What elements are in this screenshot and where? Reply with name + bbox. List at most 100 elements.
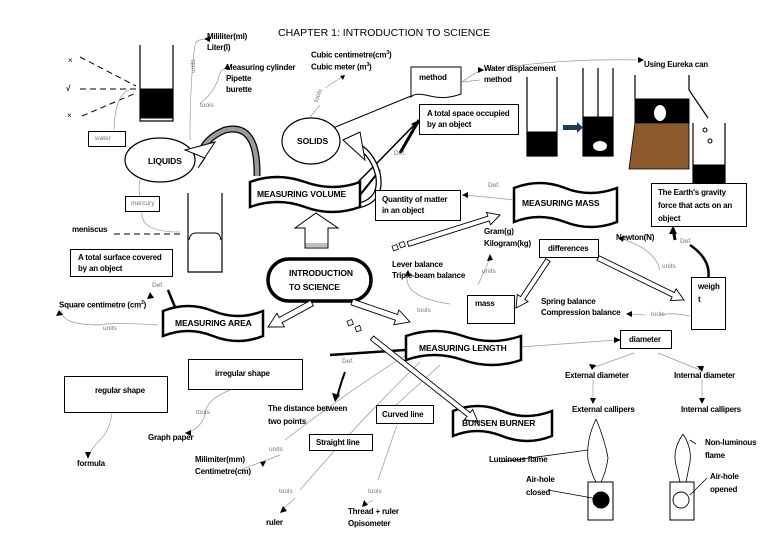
length-units-connector: units (269, 446, 283, 453)
water-displacement-line2: method (484, 75, 512, 84)
diameter-box: diameter (620, 330, 672, 349)
area-def-connector: Def. (152, 282, 164, 289)
length-banner-shape (404, 329, 523, 367)
length-unit-mm: Milimiter(mm) (195, 455, 245, 464)
weight-def-connector: Def. (680, 238, 692, 245)
mass-unit-kg: Kilogram(kg) (484, 239, 531, 248)
weight-definition-line3: object (658, 214, 681, 223)
airhole-opened-line2: opened (710, 485, 738, 494)
area-definition-line2: by an object (78, 264, 123, 273)
mass-box: mass (467, 295, 515, 324)
arrow-tail-square (398, 240, 406, 249)
mass-units-connector: units (482, 268, 496, 275)
curved-line-label: Curved line (382, 410, 424, 419)
mercury-label: mercury (131, 200, 155, 207)
definition-lines (166, 95, 710, 500)
arrow-differences-to-weight (596, 255, 685, 302)
area-units-connector: units (103, 325, 117, 332)
regular-shape-label: regular shape (95, 386, 145, 395)
length-definition-line2: two points (268, 417, 306, 426)
bunsen-burner-label: BUNSEN BURNER (462, 418, 536, 428)
volume-definition-line1: A total space occupied (427, 109, 510, 118)
area-definition-box: A total surface covered by an object (70, 249, 173, 277)
arrow-to-area (267, 299, 315, 328)
central-pill (266, 257, 373, 303)
airhole-closed-line1: Air-hole (526, 475, 555, 484)
liquid-unit-l: Liter(l) (207, 43, 231, 52)
mass-definition-box: Quantity of matter in an object (375, 190, 461, 221)
tool-compression-balance: Compression balance (541, 308, 621, 317)
curved-line-box: Curved line (376, 405, 434, 424)
formula-label: formula (77, 459, 105, 468)
bunsen-banner-shape (451, 404, 554, 443)
length-definition-line1: The distance between (268, 404, 348, 413)
irregular-shape-label: irregular shape (215, 369, 270, 378)
tool-opisometer: Opisometer (348, 519, 391, 528)
liquids-label: LIQUIDS (148, 156, 182, 166)
arrow-to-mass (406, 211, 501, 247)
ruler-label: ruler (266, 518, 283, 527)
water-box: water (88, 131, 126, 147)
irregular-shape-box: irregular shape (188, 359, 303, 390)
curved-tools-connector: tools (368, 488, 382, 495)
mercury-box: mercury (125, 196, 160, 212)
tool-pipette: Pipette (226, 74, 252, 83)
volume-definition-box: A total space occupied by an object (419, 104, 519, 135)
weight-units-connector: units (662, 263, 676, 270)
arrow-tail-square (391, 243, 399, 252)
internal-callipers-label: Internal callipers (681, 405, 741, 414)
weight-box-line2: t (698, 295, 701, 304)
airhole-opened-line1: Air-hole (710, 472, 739, 481)
arrow-tail-square (354, 324, 362, 333)
straight-tools-connector: tools (279, 488, 293, 495)
arrow-tail-square (346, 318, 354, 327)
central-topic-line2: TO SCIENCE (289, 282, 340, 292)
graph-paper-label: Graph paper (148, 433, 194, 442)
volume-definition-line2: by an object (427, 120, 472, 129)
internal-diameter-label: Internal diameter (674, 371, 736, 380)
solids-ellipse (281, 117, 341, 165)
method-label: method (419, 73, 447, 82)
length-def-connector: Def. (342, 358, 354, 365)
mass-def-connector: Def. (488, 182, 500, 189)
weight-definition-line1: The Earth's gravity (658, 188, 726, 197)
up-arrow (293, 212, 340, 249)
eureka-can-label: Using Eureka can (644, 60, 708, 69)
regular-shape-box: regular shape (64, 376, 168, 413)
bunsen-non-luminous (669, 433, 695, 521)
mass-tools-connector: tools (417, 307, 431, 314)
measuring-area-label: MEASURING AREA (175, 318, 252, 328)
correct-mark: √ (66, 84, 71, 93)
tool-triple-beam-balance: Triple-beam balance (392, 271, 466, 280)
mass-box-label: mass (475, 299, 495, 308)
blue-arrow (563, 125, 577, 130)
external-diameter-label: External diameter (565, 371, 629, 380)
mass-definition-line1: Quantity of matter (382, 195, 448, 204)
measuring-length-label: MEASURING LENGTH (419, 343, 507, 353)
mass-definition-line2: in an object (382, 206, 425, 215)
liquid-units-connector: units (189, 59, 197, 73)
weight-unit-newton: Newton(N) (616, 233, 655, 242)
straight-line-box: Straight line (309, 434, 373, 451)
tool-burette: burette (226, 85, 252, 94)
area-unit-cm2: Square centimetre (cm2) (59, 300, 147, 310)
water-displacement-line1: Water displacement (484, 64, 556, 73)
measuring-cylinder-reading (79, 45, 174, 131)
wrong-mark-top: × (68, 56, 73, 65)
blue-arrowhead (577, 122, 583, 133)
luminous-flame-label: Luminous flame (489, 455, 548, 464)
hollow-arrows (267, 211, 685, 423)
external-callipers-label: External callipers (572, 405, 635, 414)
arrowheads (56, 36, 705, 513)
weight-box: weigh t (691, 277, 726, 330)
diameter-label: diameter (629, 335, 661, 344)
solids-label: SOLIDS (297, 136, 329, 146)
volume-banner-shape (248, 175, 362, 214)
bunsen-luminous (587, 418, 614, 521)
non-luminous-line1: Non-luminous (705, 438, 757, 447)
method-box (410, 66, 462, 99)
connector-lines (61, 38, 703, 511)
tool-lever-balance: Lever balance (392, 260, 443, 269)
weight-definition-box: The Earth's gravity force that acts on a… (651, 183, 747, 227)
measuring-mass-label: MEASURING MASS (522, 198, 600, 208)
